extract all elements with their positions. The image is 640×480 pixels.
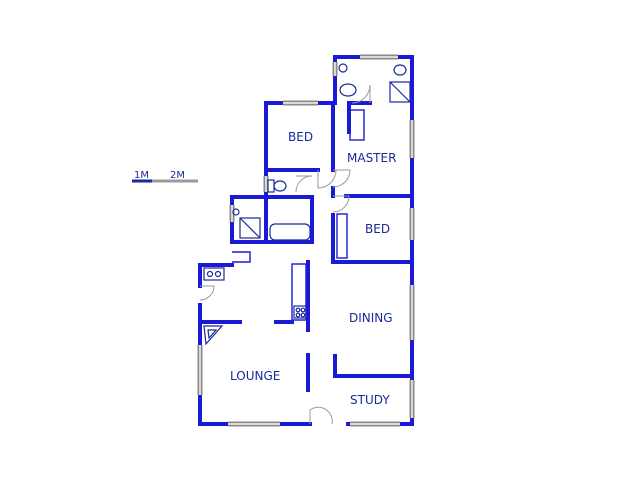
room-label-study: STUDY: [350, 393, 390, 407]
room-label-dining: DINING: [349, 311, 393, 325]
scale-label-1m: 1M: [134, 170, 149, 181]
scale-label-2m: 2M: [170, 170, 185, 181]
fireplace-icon: [203, 325, 224, 346]
room-label-master: MASTER: [347, 151, 396, 165]
fixtures: [203, 63, 411, 346]
toilet-2-icon: [273, 180, 287, 192]
bath-icon: [269, 223, 311, 241]
interior-walls: [198, 101, 414, 392]
windows: [197, 54, 415, 427]
shower-2-icon: [239, 217, 261, 239]
room-labels: BED MASTER BED DINING LOUNGE STUDY: [230, 130, 396, 407]
sink-icon: [203, 267, 225, 281]
toilet-icon: [393, 64, 407, 76]
room-label-bed-1: BED: [288, 130, 313, 144]
cupboards: [232, 109, 365, 321]
stove-icon: [293, 305, 307, 319]
doors: [199, 84, 371, 425]
scale-bar: 1M 2M: [132, 170, 198, 183]
room-label-lounge: LOUNGE: [230, 369, 280, 383]
basin-icon: [339, 83, 357, 97]
shower-icon: [389, 81, 411, 103]
room-label-bed-2: BED: [365, 222, 390, 236]
